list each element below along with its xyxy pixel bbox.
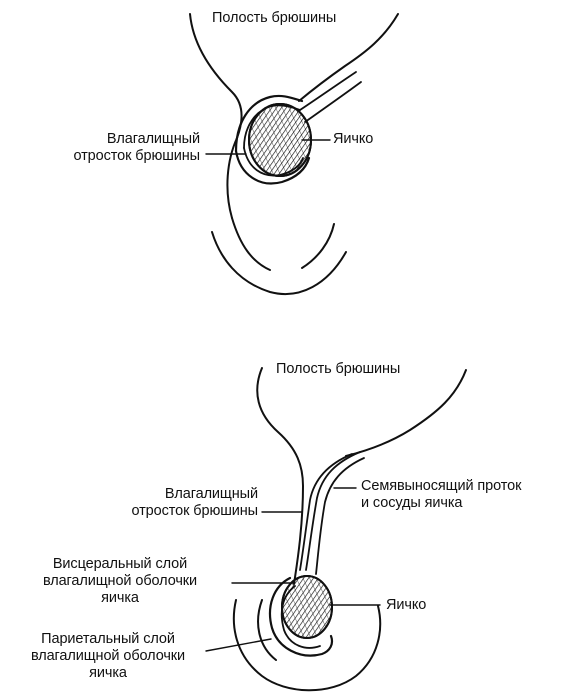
- bottom-visceral-layer-label: Висцеральный слой влагалищной оболочки я…: [4, 556, 236, 607]
- top-scrotum-right: [302, 224, 334, 268]
- top-vaginal-process-label: Влагалищный отросток брюшины: [52, 131, 200, 165]
- bottom-vas-deferens-label: Семявыносящий проток и сосуды яичка: [361, 478, 521, 512]
- bottom-diagram: [206, 368, 466, 690]
- bottom-parietal-leader: [206, 639, 271, 651]
- bottom-cord-line-2: [316, 458, 364, 574]
- top-diagram: [190, 14, 398, 294]
- top-peritoneum-right-line: [299, 14, 398, 101]
- top-peritoneum-left-line: [190, 14, 242, 218]
- bottom-testis-outline: [282, 576, 332, 638]
- bottom-parietal-layer-label: Париетальный слой влагалищной оболочки я…: [2, 631, 214, 682]
- top-scrotum-outer: [212, 232, 346, 294]
- bottom-peritoneum-right-line: [346, 370, 466, 456]
- bottom-cord-line-1: [306, 452, 360, 570]
- top-scrotum-inner: [232, 218, 270, 270]
- bottom-testis-label: Яичко: [386, 597, 426, 614]
- top-peritoneal-cavity-label: Полость брюшины: [212, 10, 336, 27]
- bottom-peritoneal-cavity-label: Полость брюшины: [276, 361, 400, 378]
- bottom-peritoneum-left-line: [257, 368, 303, 584]
- top-testis-label: Яичко: [333, 131, 373, 148]
- bottom-vaginal-process-label: Влагалищный отросток брюшины: [96, 486, 258, 520]
